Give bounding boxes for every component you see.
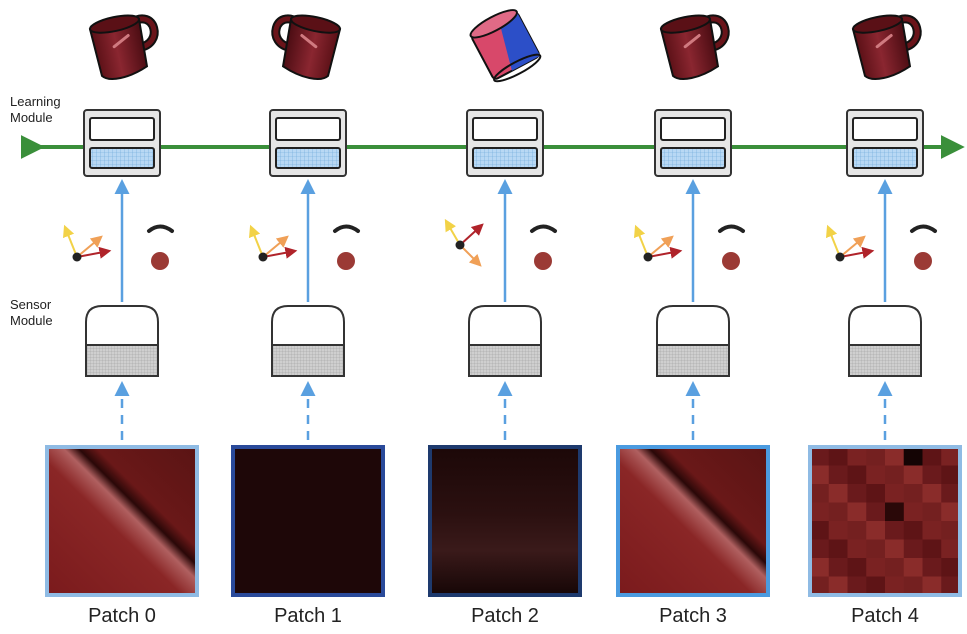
sm-sensor-grid — [85, 344, 159, 377]
feature-icons — [530, 224, 557, 270]
mug-icon — [851, 14, 922, 80]
patch-label: Patch 2 — [471, 605, 539, 627]
lm-state-slot — [852, 117, 918, 141]
feature-icons — [718, 224, 745, 270]
pose-axes-icon — [825, 224, 875, 262]
lm-memory-grid — [660, 147, 726, 169]
color-feature-dot — [722, 252, 740, 270]
feature-icons — [910, 224, 937, 270]
curvature-icon — [333, 224, 360, 233]
image-patch — [428, 445, 582, 597]
patch-label: Patch 1 — [274, 605, 342, 627]
image-patch — [808, 445, 962, 597]
sensor-module-label: Sensor Module — [10, 297, 53, 328]
sensor-module-box — [656, 305, 730, 377]
lm-memory-grid — [472, 147, 538, 169]
image-patch — [616, 445, 770, 597]
lm-memory-grid — [89, 147, 155, 169]
mug-icon — [271, 14, 342, 80]
column-0 — [45, 14, 199, 597]
patch-label: Patch 0 — [88, 605, 156, 627]
feature-icons — [333, 224, 360, 270]
lm-memory-grid — [275, 147, 341, 169]
curvature-icon — [910, 224, 937, 233]
sm-sensor-grid — [468, 344, 542, 377]
sensor-module-box — [468, 305, 542, 377]
curvature-icon — [147, 224, 174, 233]
column-4 — [808, 14, 962, 597]
color-feature-dot — [534, 252, 552, 270]
lm-state-slot — [472, 117, 538, 141]
lm-state-slot — [89, 117, 155, 141]
learning-module-box — [846, 109, 924, 177]
patch-border — [616, 445, 770, 597]
color-feature-dot — [151, 252, 169, 270]
patch-border — [231, 445, 385, 597]
pose-axes-icon — [248, 224, 298, 262]
mug-icon — [88, 14, 159, 80]
image-patch — [45, 445, 199, 597]
mug-icon — [659, 14, 730, 80]
learning-module-box — [466, 109, 544, 177]
color-feature-dot — [337, 252, 355, 270]
sm-sensor-grid — [848, 344, 922, 377]
learning-module-box — [83, 109, 161, 177]
pose-axes-icon — [62, 224, 112, 262]
mug-icon — [469, 9, 542, 83]
patch-label: Patch 4 — [851, 605, 919, 627]
sm-sensor-grid — [656, 344, 730, 377]
feature-icons — [147, 224, 174, 270]
sensor-module-box — [271, 305, 345, 377]
color-feature-dot — [914, 252, 932, 270]
sensor-module-box — [85, 305, 159, 377]
sensor-module-box — [848, 305, 922, 377]
column-1 — [231, 14, 385, 597]
patch-label: Patch 3 — [659, 605, 727, 627]
lm-state-slot — [275, 117, 341, 141]
patch-border — [428, 445, 582, 597]
curvature-icon — [530, 224, 557, 233]
patch-border — [808, 445, 962, 597]
lm-memory-grid — [852, 147, 918, 169]
curvature-icon — [718, 224, 745, 233]
learning-module-label: Learning Module — [10, 94, 61, 125]
patch-border — [45, 445, 199, 597]
sm-sensor-grid — [271, 344, 345, 377]
pose-axes-icon — [444, 218, 484, 267]
pose-axes-icon — [633, 224, 683, 262]
column-3 — [616, 14, 770, 597]
image-patch — [231, 445, 385, 597]
learning-module-box — [269, 109, 347, 177]
column-2 — [428, 9, 582, 597]
learning-module-box — [654, 109, 732, 177]
lm-state-slot — [660, 117, 726, 141]
